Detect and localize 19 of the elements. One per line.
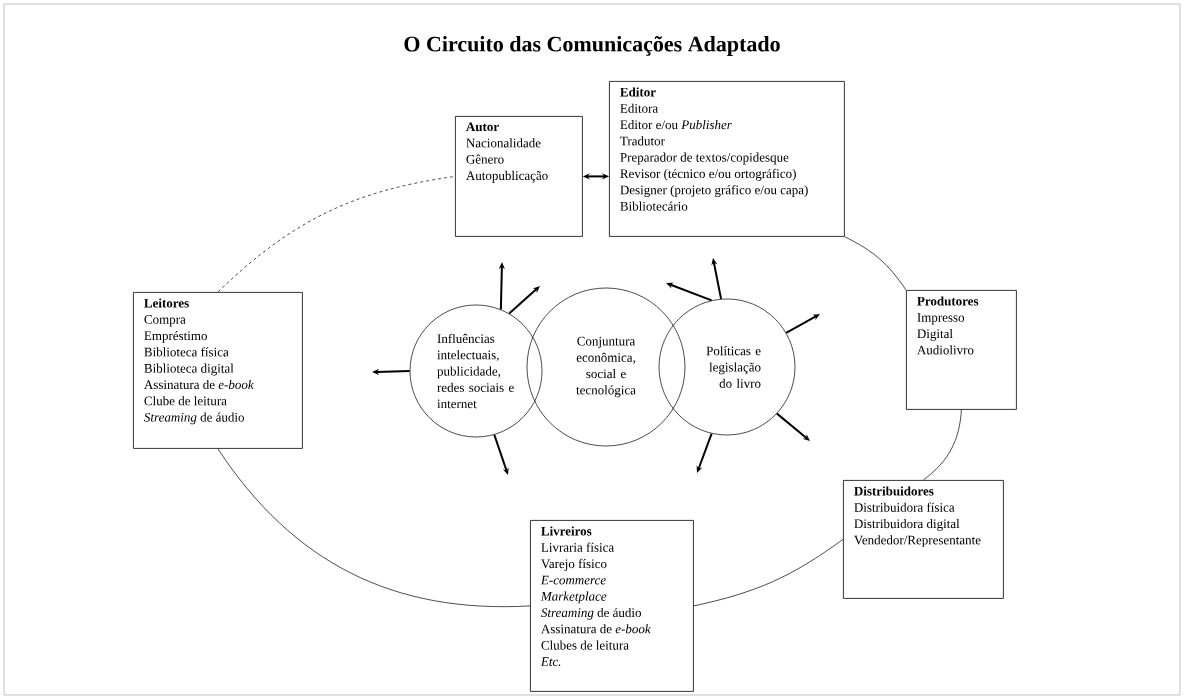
arrow (785, 314, 820, 334)
arrow (508, 286, 540, 315)
arrow (493, 433, 509, 475)
arrow (498, 262, 505, 311)
curved-line (844, 236, 907, 291)
info-box: Produtores Impresso Digital Audiolivro (906, 290, 1017, 410)
curved-line (923, 409, 962, 481)
info-box: Leitores Compra Empréstimo Biblioteca física Biblioteca digital Assinatura de e-book Clube de leitura Streaming de áudio (133, 292, 303, 449)
info-box: Livreiros Livraria física Varejo físico E-commerce Marketplace Streaming de áudio Assinatura de e-book Clubes de leitura Etc. (530, 520, 694, 692)
arrow (776, 412, 810, 441)
info-box: Editor Editora Editor e/ou Publisher Tradutor Preparador de textos/copidesque Revisor (técnico e/ou ortográfico) Designer (projeto gráfico e/ou capa) Bibliotecário (609, 81, 845, 237)
title: O Circuito das Comunicações Adaptado (404, 36, 780, 56)
arrow (666, 282, 713, 302)
info-box: Autor Nacionalidade Gênero Autopublicação (455, 116, 583, 237)
curved-line (217, 448, 531, 607)
arrow (711, 258, 723, 300)
arrow (696, 432, 713, 473)
info-box: Distribuidores Distribuidora física Distribuidora digital Vendedor/Representante (843, 480, 1004, 599)
curved-line (693, 539, 844, 607)
